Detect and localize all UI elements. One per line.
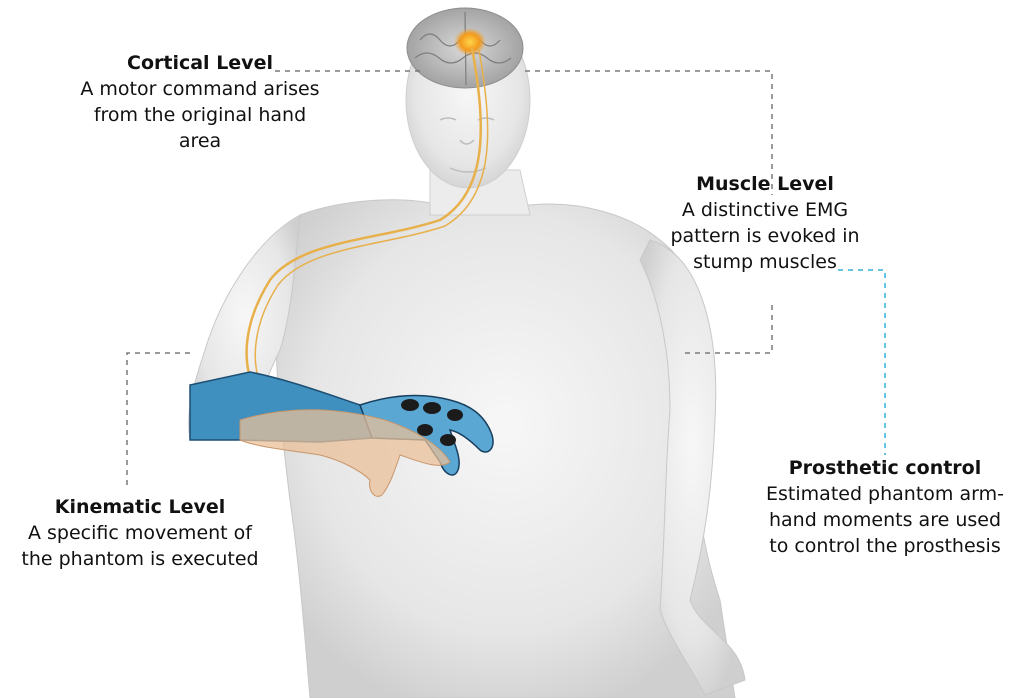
prosthetic-leader <box>838 270 885 455</box>
cortical-title: Cortical Level <box>50 50 350 76</box>
kinematic-line-2: the phantom is executed <box>0 546 280 572</box>
cortical-level-label: Cortical Level A motor command arises fr… <box>50 50 350 154</box>
kinematic-line-1: A specific movement of <box>0 520 280 546</box>
prosthetic-line-3: to control the prosthesis <box>740 533 1014 559</box>
prosthetic-title: Prosthetic control <box>740 455 1014 481</box>
prosthetic-line-1: Estimated phantom arm- <box>740 481 1014 507</box>
muscle-line-2: pattern is evoked in <box>630 223 900 249</box>
cortical-line-1: A motor command arises <box>50 76 350 102</box>
kinematic-leader <box>127 353 190 488</box>
muscle-line-1: A distinctive EMG <box>630 197 900 223</box>
cortical-line-3: area <box>50 128 350 154</box>
prosthetic-control-label: Prosthetic control Estimated phantom arm… <box>740 455 1014 559</box>
cortical-line-2: from the original hand <box>50 102 350 128</box>
kinematic-title: Kinematic Level <box>0 494 280 520</box>
muscle-title: Muscle Level <box>630 171 900 197</box>
motor-cortex-activation <box>454 28 486 56</box>
kinematic-level-label: Kinematic Level A specific movement of t… <box>0 494 280 572</box>
muscle-level-label: Muscle Level A distinctive EMG pattern i… <box>630 171 900 275</box>
muscle-line-3: stump muscles <box>630 249 900 275</box>
prosthetic-line-2: hand moments are used <box>740 507 1014 533</box>
